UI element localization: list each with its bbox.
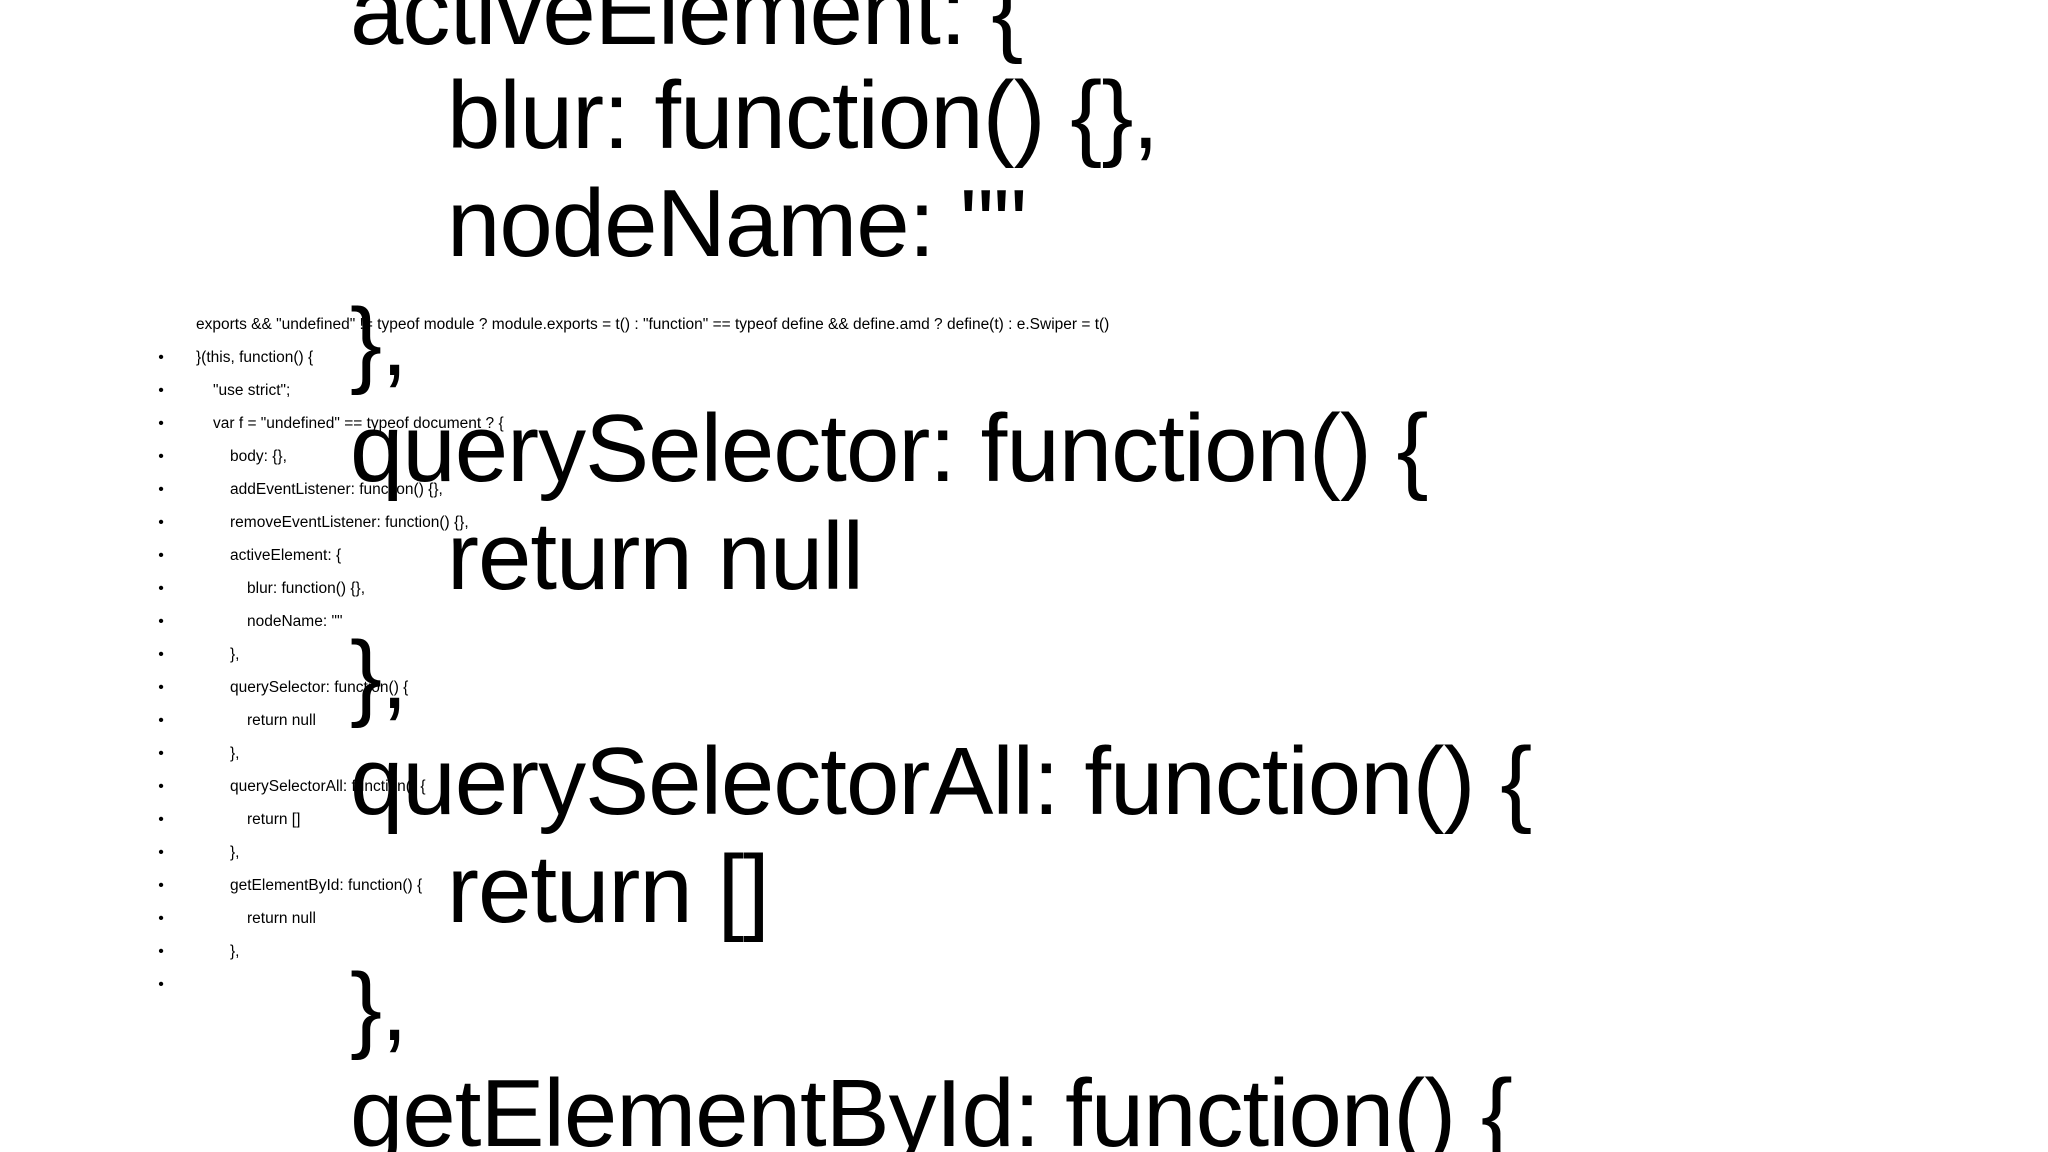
large-code-line: querySelectorAll: function() { (350, 728, 1532, 835)
list-item-text: }, (230, 844, 240, 861)
list-item: • getElementById: function() { (155, 869, 422, 927)
large-code-line: }, (350, 289, 408, 396)
list-item-text: return [] (247, 811, 301, 828)
large-code-line: }, (350, 622, 408, 729)
large-code-line: activeElement: { (350, 0, 1023, 65)
bullet-icon: • (158, 481, 164, 498)
bullet-icon: • (158, 646, 164, 663)
large-code-line: querySelector: function() { (350, 395, 1429, 502)
list-item: • return null (155, 704, 316, 762)
list-item: • removeEventListener: function() {}, (155, 506, 468, 564)
bullet-icon: • (158, 580, 164, 597)
bullet-icon: • (158, 844, 164, 861)
list-item-text: activeElement: { (230, 547, 342, 564)
bullet-icon: • (158, 778, 164, 795)
bullet-icon: • (158, 943, 164, 960)
list-item: • }, (155, 737, 239, 795)
list-item-text: querySelector: function() { (230, 679, 409, 696)
bullet-icon: • (158, 811, 164, 828)
large-code-line: blur: function() {}, (447, 62, 1159, 169)
bullet-icon: • (158, 877, 164, 894)
large-code-line: }, (350, 954, 408, 1061)
list-item: • body: {}, (155, 440, 287, 498)
list-item: • "use strict"; (155, 374, 290, 432)
list-item: • activeElement: { (155, 539, 341, 597)
list-item-text: blur: function() {}, (247, 580, 366, 597)
list-item: • addEventListener: function() {}, (155, 473, 443, 531)
list-item-text: body: {}, (230, 448, 287, 465)
large-code-line: return [] (447, 836, 770, 943)
list-item: • querySelector: function() { (155, 671, 408, 729)
large-code-line: getElementById: function() { (350, 1060, 1513, 1152)
list-item: • }, (155, 935, 239, 993)
bullet-icon: • (158, 976, 164, 993)
list-item-text: var f = "undefined" == typeof document ?… (213, 415, 504, 432)
list-item: • return null (155, 902, 316, 960)
bullet-icon: • (158, 349, 164, 366)
list-item-text: }, (230, 646, 240, 663)
list-item-text: }, (230, 943, 240, 960)
large-code-line: return null (447, 503, 864, 610)
bullet-icon: • (158, 547, 164, 564)
list-item: • querySelectorAll: function() { (155, 770, 425, 828)
list-item-text: return null (247, 712, 316, 729)
bullet-icon: • (158, 679, 164, 696)
list-item: • }, (155, 638, 239, 696)
bullet-icon: • (158, 910, 164, 927)
list-item: • return [] (155, 803, 300, 861)
bullet-icon: • (158, 712, 164, 729)
list-item-text: getElementById: function() { (230, 877, 423, 894)
list-item: • var f = "undefined" == typeof document… (155, 407, 503, 465)
list-item-text: querySelectorAll: function() { (230, 778, 426, 795)
list-item: • nodeName: "" (155, 605, 342, 663)
bullet-icon: • (158, 415, 164, 432)
bullet-icon: • (158, 448, 164, 465)
bullet-icon: • (158, 382, 164, 399)
list-item: • }(this, function() { (155, 341, 313, 399)
bullet-icon: • (158, 613, 164, 630)
bullet-icon: • (158, 514, 164, 531)
list-item: • exports && "undefined" != typeof modul… (155, 308, 1109, 366)
list-item-text: nodeName: "" (247, 613, 343, 630)
list-item-text: }, (230, 745, 240, 762)
bullet-icon: • (158, 745, 164, 762)
list-item: • }, (155, 836, 239, 894)
large-code-line: nodeName: "" (447, 170, 1027, 277)
list-item: • blur: function() {}, (155, 572, 365, 630)
list-item-text: removeEventListener: function() {}, (230, 514, 469, 531)
list-item-text: "use strict"; (213, 382, 291, 399)
list-item-text: exports && "undefined" != typeof module … (196, 316, 1110, 333)
list-item-text: addEventListener: function() {}, (230, 481, 443, 498)
list-item-text: return null (247, 910, 316, 927)
list-item-text: }(this, function() { (196, 349, 314, 366)
